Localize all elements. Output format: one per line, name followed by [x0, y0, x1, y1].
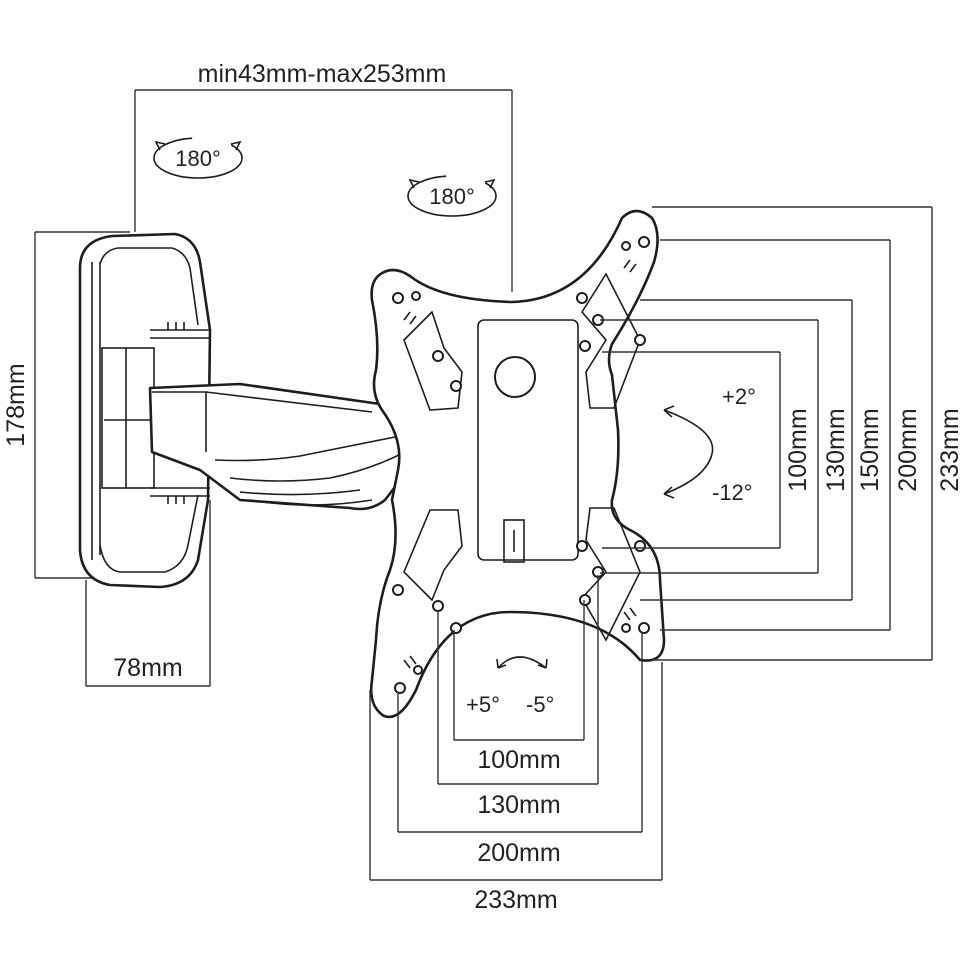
swivel-plate-indicator: 180° [407, 175, 497, 217]
vesa-vertical-100-label: 100mm [784, 408, 812, 491]
vesa-plate [369, 209, 666, 719]
vesa-horizontal-200-label: 200mm [477, 839, 560, 867]
wall-plate [78, 232, 212, 589]
rotate-left-label: +5° [466, 692, 500, 717]
vesa-horizontal-130-label: 130mm [477, 791, 560, 819]
wall-plate-height-dimension: 178mm [2, 231, 130, 579]
rotate-right-label: -5° [526, 692, 554, 717]
vesa-horizontal-233-label: 233mm [474, 886, 557, 914]
swivel-wall-label: 180° [175, 146, 221, 171]
wall-plate-width-label: 78mm [113, 654, 182, 682]
wall-plate-height-label: 178mm [2, 363, 30, 446]
swivel-wall-indicator: 180° [153, 137, 243, 179]
vesa-horizontal-dimensions: 100mm 130mm 200mm 233mm [369, 575, 663, 914]
vesa-vertical-233-label: 233mm [936, 408, 964, 491]
vesa-horizontal-100-label: 100mm [477, 746, 560, 774]
rotation-indicator: +5° -5° [466, 656, 554, 717]
vesa-vertical-130-label: 130mm [822, 408, 850, 491]
tilt-down-label: -12° [712, 480, 753, 505]
vesa-vertical-200-label: 200mm [894, 408, 922, 491]
vesa-vertical-dimensions: 100mm 130mm 150mm 200mm 233mm [600, 206, 964, 661]
swivel-arm [148, 382, 414, 511]
swivel-plate-label: 180° [429, 184, 475, 209]
arm-extension-dimension: min43mm-max253mm [134, 60, 513, 292]
vesa-vertical-150-label: 150mm [856, 408, 884, 491]
tilt-up-label: +2° [722, 384, 756, 409]
wall-plate-width-dimension: 78mm [85, 500, 211, 687]
arm-extension-label: min43mm-max253mm [198, 60, 447, 88]
tilt-indicator: +2° -12° [663, 384, 756, 505]
